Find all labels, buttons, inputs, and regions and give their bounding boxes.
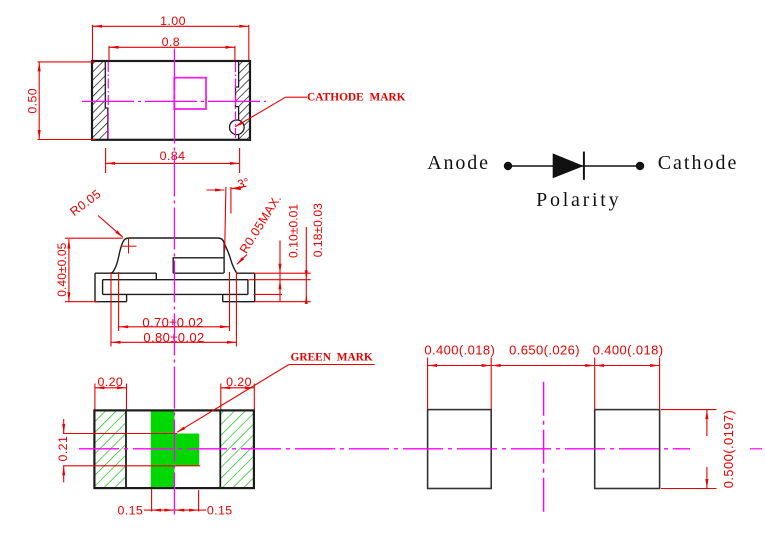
svg-text:3°: 3° [236, 175, 251, 192]
svg-text:R0.05: R0.05 [67, 187, 103, 219]
svg-text:0.18±0.03: 0.18±0.03 [311, 203, 325, 257]
svg-text:0.8: 0.8 [162, 35, 180, 49]
svg-text:0.70±0.02: 0.70±0.02 [142, 315, 203, 330]
svg-text:0.20: 0.20 [97, 375, 123, 389]
svg-text:0.500(.0197): 0.500(.0197) [721, 410, 736, 489]
svg-text:Cathode: Cathode [658, 152, 739, 174]
svg-text:Polarity: Polarity [536, 189, 621, 211]
svg-text:0.400(.018): 0.400(.018) [593, 343, 664, 358]
svg-text:0.650(.026): 0.650(.026) [509, 343, 580, 358]
svg-text:0.400(.018): 0.400(.018) [424, 343, 495, 358]
svg-text:CATHODE MARK: CATHODE MARK [307, 92, 406, 104]
svg-text:0.10±0.01: 0.10±0.01 [286, 204, 300, 258]
svg-text:0.84: 0.84 [160, 149, 186, 163]
svg-text:R0.05MAX.: R0.05MAX. [237, 192, 284, 256]
svg-text:0.50: 0.50 [25, 88, 39, 114]
svg-text:0.20: 0.20 [226, 375, 252, 389]
svg-text:0.15: 0.15 [207, 503, 233, 517]
svg-text:Anode: Anode [427, 152, 490, 174]
svg-text:0.40±0.05: 0.40±0.05 [55, 242, 69, 296]
svg-text:0.15: 0.15 [117, 503, 143, 517]
svg-text:1.00: 1.00 [160, 14, 186, 28]
svg-text:0.21: 0.21 [56, 436, 70, 462]
svg-text:GREEN MARK: GREEN MARK [291, 351, 373, 363]
